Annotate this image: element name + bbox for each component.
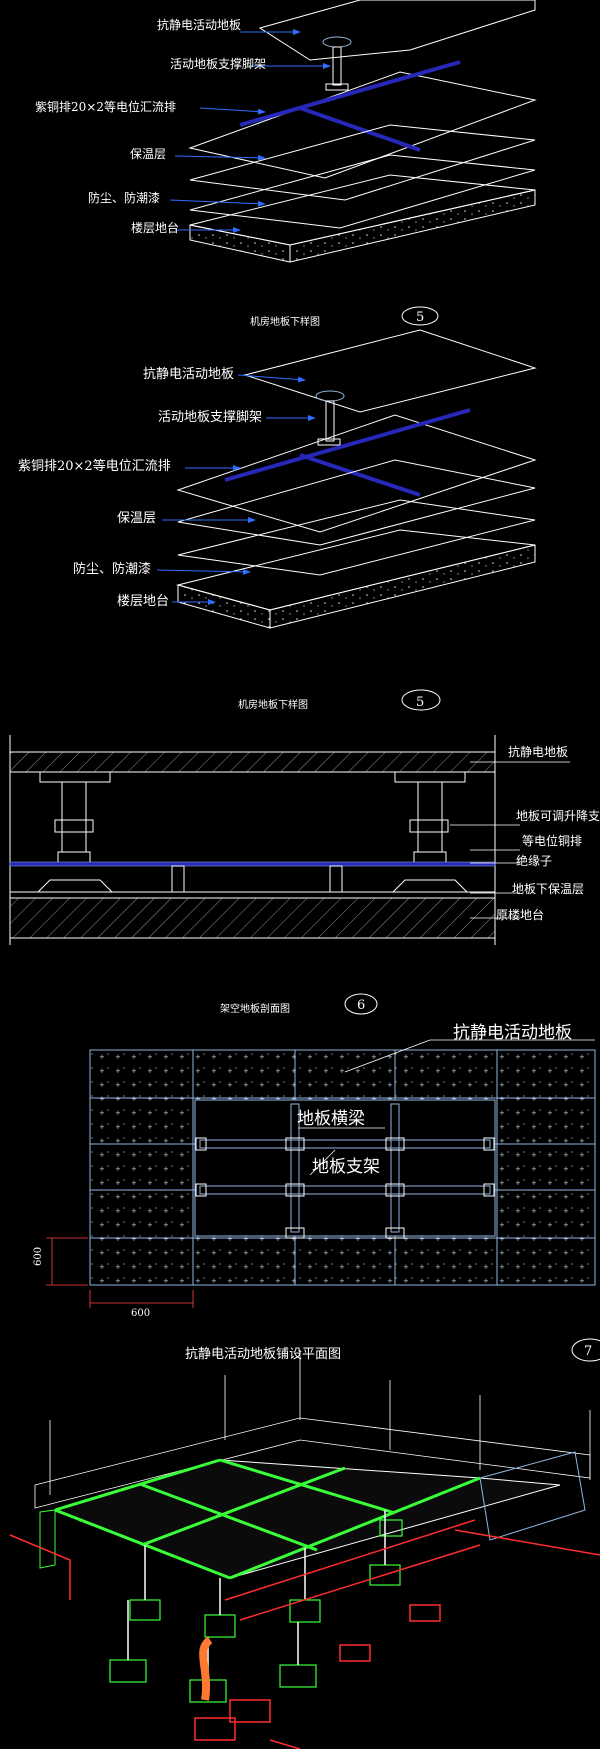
moisture-coat-layer (189, 154, 536, 229)
label-insulator: 绝缘子 (516, 853, 552, 868)
label-insulation: 保温层 (130, 147, 166, 161)
floor-tile-layer (258, 0, 536, 61)
floor-tile-layer (243, 329, 537, 413)
label-floor-support: 活动地板支撑脚架 (158, 409, 262, 425)
figure-number-circle (344, 993, 378, 1015)
label-copper-bar: 紫铜排20×2等电位汇流排 (18, 458, 171, 474)
figure-number: 6 (357, 998, 365, 1013)
tile-grid (54, 1458, 481, 1580)
label-adjustable-support: 地板可调升降支架 (516, 809, 600, 823)
caption-floor-layout-plan: 抗静电活动地板铺设平面图 (185, 1347, 341, 1362)
label-insulation: 保温层 (117, 511, 156, 526)
label-floor-beam: 地板横梁 (297, 1109, 365, 1129)
exposed-substructure (194, 1099, 496, 1237)
insulation-layer (189, 124, 536, 201)
caption-raised-floor-section: 架空地板剖面图 (220, 1002, 290, 1015)
side-panel (479, 1451, 586, 1541)
figure-number: 5 (416, 695, 424, 710)
figure-number-circle (401, 306, 439, 326)
copper-bar-layer (176, 414, 537, 533)
exploded-layers-diagram-top: 抗静电活动地板 活动地板支撑脚架 紫铜排20×2等电位汇流排 保温层 防尘、防潮… (35, 0, 537, 263)
equipotential-copper-bar (9, 861, 496, 867)
isometric-raised-floor (9, 1350, 600, 1749)
label-antistatic-floor: 抗静电地板 (508, 744, 568, 759)
caption-underfloor-2: 机房地板下样图 (238, 698, 308, 711)
label-antistatic-floor: 抗静电活动地板 (453, 1023, 572, 1043)
antistatic-floor-section (9, 751, 496, 773)
adjustable-pedestal-left (36, 771, 114, 893)
figure-number-circle (401, 689, 441, 711)
floor-beams (199, 1103, 491, 1233)
concrete-slab (189, 174, 536, 263)
insulator (171, 865, 185, 893)
edge-trim (39, 1509, 56, 1569)
label-copper-bar: 紫铜排20×2等电位汇流排 (35, 99, 176, 114)
original-floor-slab (9, 897, 496, 939)
copper-bar (239, 60, 461, 127)
label-floor-slab: 楼层地台 (131, 220, 179, 235)
label-equipotential-bar: 等电位铜排 (522, 833, 582, 848)
concrete-slab (176, 529, 536, 629)
figure-number-circle (571, 1338, 600, 1362)
figure-number: 5 (416, 310, 424, 325)
caption-underfloor-1: 机房地板下样图 (250, 315, 320, 328)
room-walls (34, 1350, 591, 1509)
label-antistatic-floor: 抗静电活动地板 (143, 367, 234, 382)
pedestal-supports (109, 1519, 403, 1703)
support-pedestal (315, 390, 345, 446)
dimension-width: 600 (131, 1308, 150, 1319)
label-underfloor-insulation: 地板下保温层 (512, 882, 584, 896)
support-pedestal (322, 36, 352, 91)
label-floor-support: 地板支架 (312, 1157, 380, 1177)
floor-surface (53, 1459, 561, 1579)
insulator (329, 865, 343, 893)
adjustable-pedestal-right (391, 771, 469, 893)
dimension-lines (46, 1237, 194, 1308)
label-original-slab: 原楼地台 (496, 907, 544, 922)
dimension-height: 600 (33, 1247, 44, 1266)
floor-plan-grid: 抗静电活动地板 地板横梁 地板支架 600 600 (33, 1023, 596, 1319)
label-floor-support: 活动地板支撑脚架 (170, 56, 266, 71)
floor-supports (195, 1137, 495, 1239)
label-antistatic-floor: 抗静电活动地板 (157, 17, 241, 32)
flexible-conduit (199, 1636, 213, 1701)
figure-number: 7 (584, 1344, 592, 1359)
underfloor-insulation (9, 891, 496, 899)
label-dust-moisture: 防尘、防潮漆 (88, 190, 160, 205)
label-floor-slab: 楼层地台 (117, 594, 169, 609)
floor-cross-section: 抗静电地板 地板可调升降支架 等电位铜排 绝缘子 地板下保温层 原楼地台 (9, 735, 600, 945)
label-dust-moisture: 防尘、防潮漆 (73, 561, 151, 577)
copper-bar (224, 408, 471, 482)
underfloor-conduits (9, 1519, 600, 1749)
moisture-coat-layer (177, 499, 536, 576)
exploded-layers-diagram-second: 抗静电活动地板 活动地板支撑脚架 紫铜排20×2等电位汇流排 保温层 防尘、防潮… (18, 329, 537, 629)
insulation-layer (177, 459, 536, 546)
